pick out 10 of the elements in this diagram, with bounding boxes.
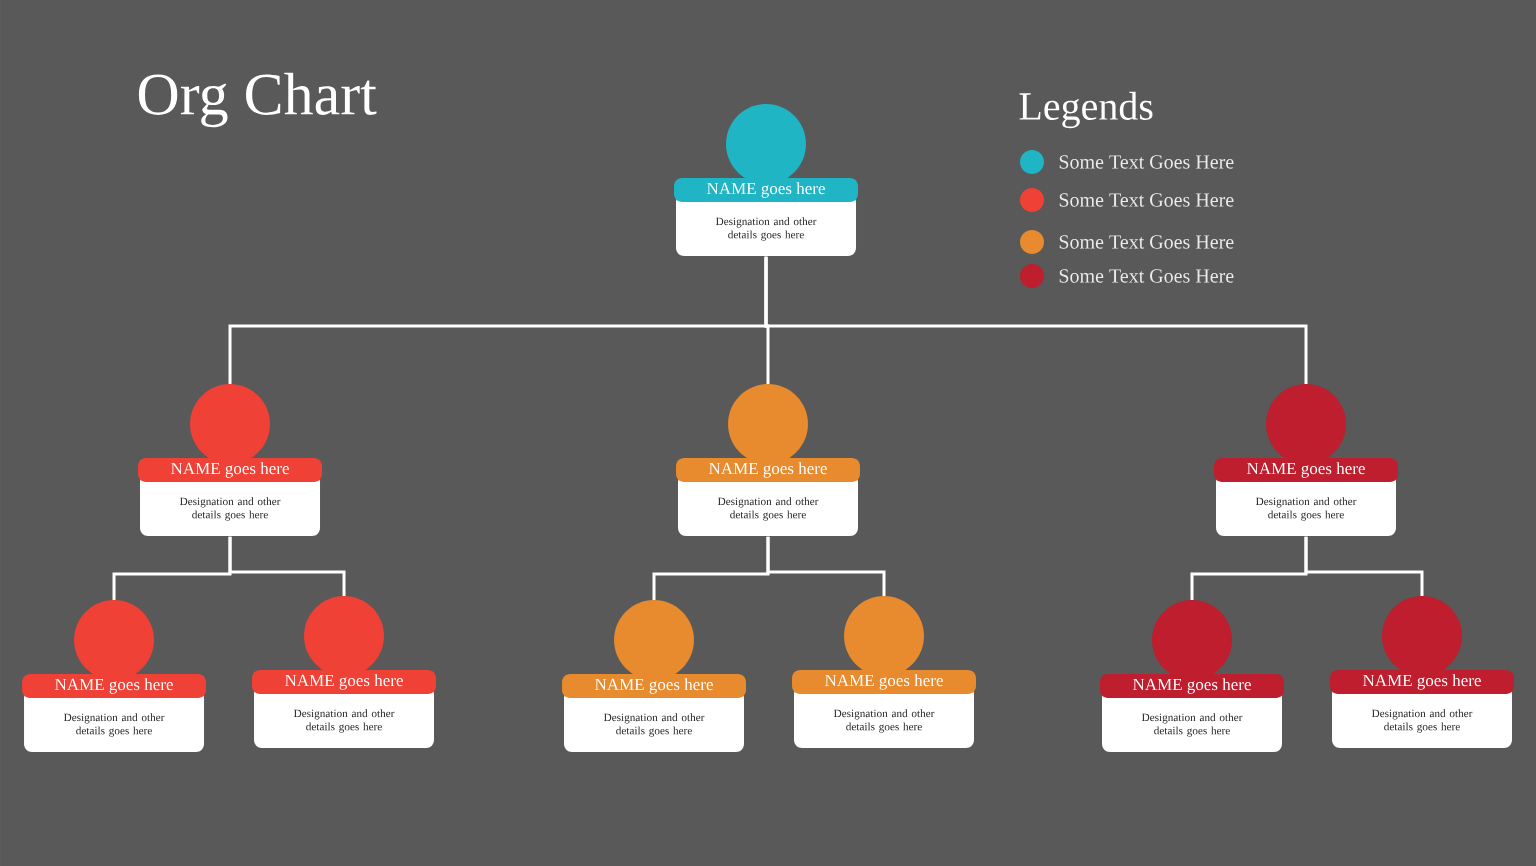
legend-text: Some Text Goes Here bbox=[1059, 155, 1234, 169]
legend-text: Some Text Goes Here bbox=[1059, 235, 1234, 249]
title: Org Chart bbox=[138, 72, 377, 128]
connector-line bbox=[228, 536, 346, 596]
legend-text: Some Text Goes Here bbox=[1059, 269, 1234, 283]
legend-text: Some Text Goes Here bbox=[1059, 193, 1234, 207]
connector-line bbox=[766, 536, 886, 596]
connector-line bbox=[1304, 536, 1424, 596]
connector-line bbox=[764, 256, 1308, 384]
legend-heading: Legends bbox=[1019, 91, 1153, 129]
